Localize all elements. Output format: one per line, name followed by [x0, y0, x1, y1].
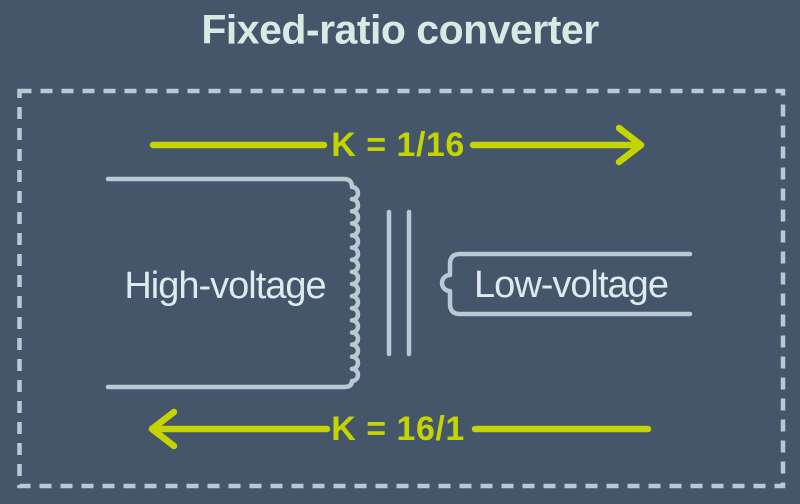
left-arrow-icon — [148, 408, 652, 450]
dashed-border — [17, 88, 786, 489]
low-voltage-label: Low-voltage — [474, 264, 669, 306]
transformer-core-icon — [386, 209, 412, 357]
right-arrow-icon — [149, 124, 645, 166]
forward-ratio-label: K = 1/16 — [331, 126, 465, 164]
reverse-ratio-label: K = 16/1 — [331, 410, 465, 448]
left-arrowhead — [148, 408, 178, 450]
primary-winding-icon — [105, 176, 361, 390]
right-arrowhead — [615, 124, 645, 166]
high-voltage-label: High-voltage — [124, 265, 326, 307]
secondary-winding-icon — [439, 251, 693, 317]
page-title: Fixed-ratio converter — [201, 6, 599, 53]
